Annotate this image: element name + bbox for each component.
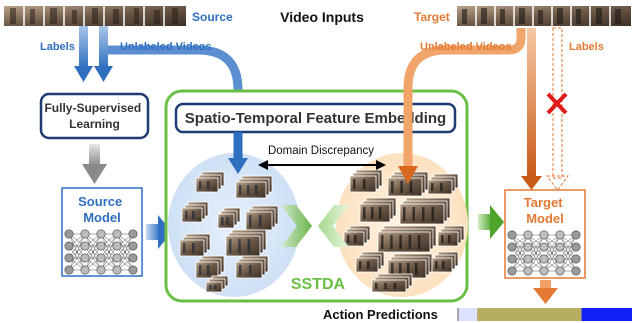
feature-embedding-title: Spatio-Temporal Feature Embedding	[185, 110, 446, 127]
sstda-inward-arrow-left	[281, 205, 312, 247]
neural-net-icon	[64, 229, 138, 275]
target-model-box: Target Model	[504, 189, 586, 279]
prediction-segment	[458, 308, 478, 321]
action-prediction-bar	[457, 308, 632, 321]
video-clip-icon	[195, 171, 225, 193]
target-labels-dashed-arrow	[546, 27, 569, 191]
video-clip-icon	[179, 233, 211, 257]
source-clips	[179, 171, 279, 293]
video-clip-icon	[217, 207, 241, 229]
video-clip-icon	[245, 205, 279, 231]
video-clip-icon	[359, 197, 397, 223]
source-unlabeled-arrow-to-supervised	[94, 26, 113, 82]
feature-embedding-box: Spatio-Temporal Feature Embedding	[174, 102, 457, 134]
target-labels-text: Labels	[569, 41, 604, 53]
video-clip-icon	[377, 225, 437, 253]
video-clip-icon	[427, 173, 459, 195]
video-clip-icon	[343, 225, 371, 247]
video-clip-icon	[371, 273, 413, 293]
video-clip-icon	[195, 255, 225, 279]
fully-supervised-text: Fully-Supervised Learning	[44, 101, 144, 131]
double-arrow-icon	[258, 160, 386, 170]
video-clip-icon	[437, 225, 465, 247]
red-cross-icon	[546, 92, 568, 115]
target-unlabeled-arrow-to-embedding	[398, 28, 526, 184]
neural-net-icon	[507, 230, 581, 276]
source-model-title: Source Model	[78, 194, 126, 225]
prediction-segment	[581, 308, 632, 321]
target-clips	[343, 169, 465, 293]
sstda-inward-arrow-right	[318, 205, 349, 247]
target-model-title: Target Model	[524, 195, 566, 226]
source-unlabeled-arrow-to-embedding	[108, 45, 243, 103]
action-predictions-label: Action Predictions	[323, 307, 438, 322]
video-clip-icon	[225, 229, 267, 257]
target-unlabeled-text: Unlabeled Videos	[420, 41, 512, 53]
target-model-output-arrow	[533, 280, 558, 304]
source-label: Source	[192, 10, 233, 24]
video-clip-icon	[205, 275, 229, 293]
video-clip-icon	[235, 255, 269, 279]
source-embedding-arrow	[228, 132, 248, 174]
video-clip-icon	[235, 175, 273, 199]
sstda-to-target-model-arrow	[478, 205, 504, 239]
sstda-label: SSTDA	[291, 276, 346, 293]
video-clip-icon	[431, 251, 459, 273]
source-model-box: Source Model	[61, 187, 143, 277]
source-unlabeled-text: Unlabeled Videos	[120, 41, 212, 53]
video-clip-icon	[387, 171, 429, 197]
target-unlabeled-arrow-to-model	[521, 28, 542, 190]
video-clip-icon	[387, 253, 433, 279]
video-inputs-title: Video Inputs	[280, 9, 364, 25]
target-label: Target	[414, 10, 450, 24]
prediction-segment	[477, 308, 582, 321]
video-clip-icon	[399, 197, 451, 225]
fully-supervised-box: Fully-Supervised Learning	[39, 92, 150, 140]
domain-discrepancy-text: Domain Discrepancy	[268, 145, 374, 157]
source-video-strip-icon	[4, 6, 186, 26]
video-clip-icon	[349, 169, 383, 193]
source-labels-arrow	[74, 26, 93, 82]
supervised-to-model-arrow	[82, 144, 107, 184]
target-video-strip-icon	[457, 6, 631, 26]
video-clip-icon	[355, 251, 385, 273]
video-clip-icon	[181, 201, 209, 223]
source-labels-text: Labels	[40, 41, 75, 53]
